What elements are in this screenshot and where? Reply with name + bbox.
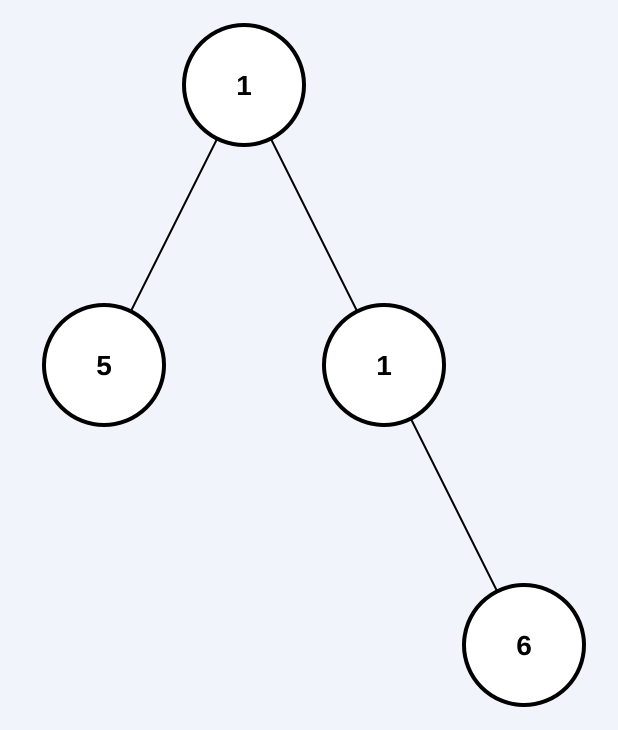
tree-node-label: 6 (516, 630, 532, 661)
tree-node-label: 1 (376, 350, 392, 381)
tree-node-label: 5 (96, 350, 112, 381)
tree-node-circle (462, 583, 586, 707)
tree-node: 1 (322, 303, 446, 427)
tree-node-circle (42, 303, 166, 427)
tree-node: 6 (462, 583, 586, 707)
tree-node: 1 (182, 23, 306, 147)
tree-node-circle (322, 303, 446, 427)
tree-node: 5 (42, 303, 166, 427)
tree-node-label: 1 (236, 70, 252, 101)
tree-node-circle (182, 23, 306, 147)
